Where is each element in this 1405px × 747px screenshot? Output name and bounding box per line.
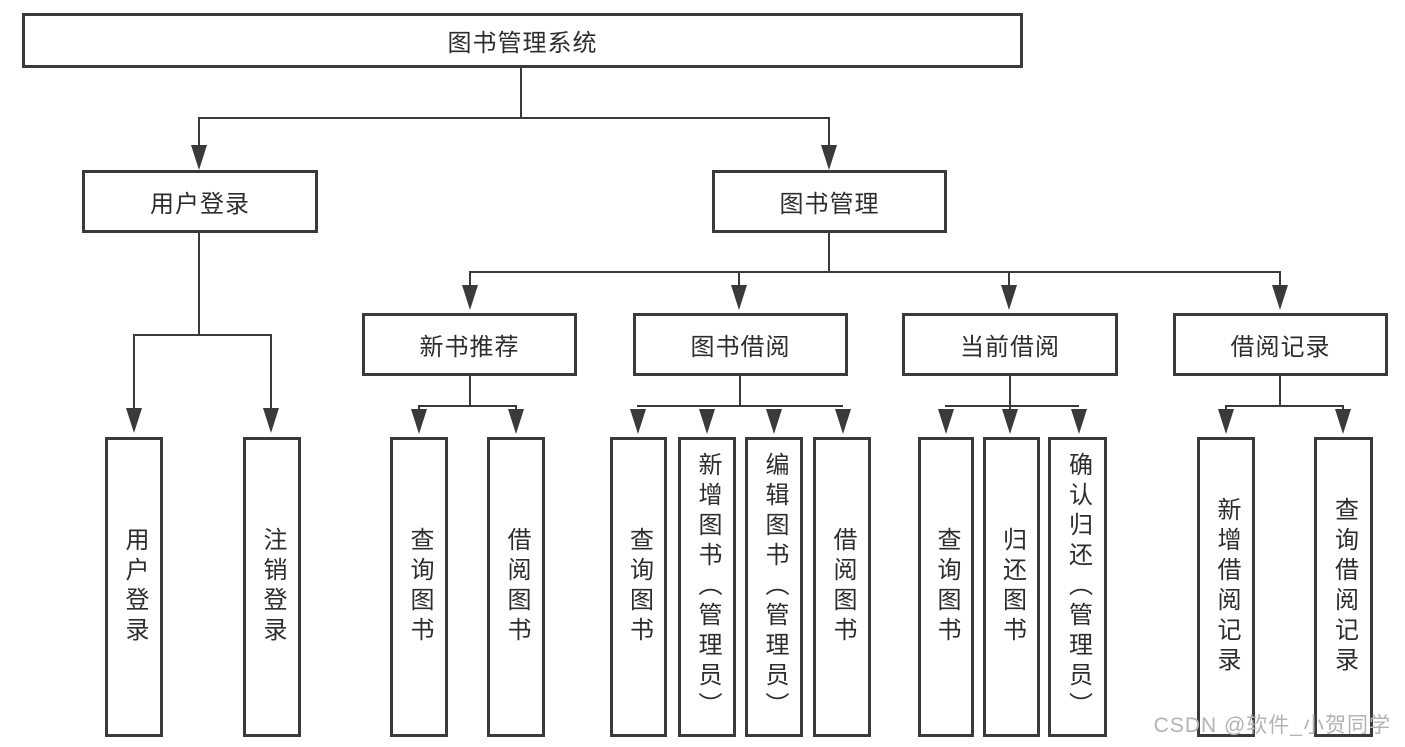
leaf-label: 借阅图书	[829, 527, 856, 647]
node-book-borrow-label: 图书借阅	[690, 334, 791, 361]
node-borrow-record: 借阅记录	[1173, 313, 1388, 376]
connector-drop	[418, 405, 420, 411]
node-book-borrow: 图书借阅	[633, 313, 848, 376]
connector-drop-user-login	[198, 117, 200, 146]
node-root-library-system: 图书管理系统	[22, 13, 1023, 68]
leaf-label: 查询图书	[406, 527, 433, 647]
leaf-label: 借阅图书	[503, 527, 530, 647]
leaf-user-login: 用户登录	[105, 437, 163, 737]
leaf-currentborrow-query-books: 查询图书	[918, 437, 974, 737]
connector-book-mgmt-stem	[828, 233, 830, 272]
connector-drop-new-books	[469, 271, 471, 286]
node-user-login: 用户登录	[82, 170, 318, 233]
connector-book-borrow-rail	[637, 405, 843, 407]
arrow-down-icon	[1002, 409, 1018, 434]
node-new-book-recommend-label: 新书推荐	[419, 334, 520, 361]
arrow-down-icon	[699, 409, 715, 434]
arrow-down-icon	[821, 145, 837, 170]
node-user-login-label: 用户登录	[150, 191, 250, 218]
node-current-borrow: 当前借阅	[902, 313, 1118, 376]
connector-root-stem	[520, 68, 522, 118]
leaf-currentborrow-return-books: 归还图书	[983, 437, 1040, 737]
leaf-newbooks-borrow-books: 借阅图书	[487, 437, 545, 737]
connector-drop-book-borrow	[738, 271, 740, 286]
connector-borrow-record-rail	[1225, 405, 1344, 407]
csdn-watermark: CSDN @软件_小贺同学	[1153, 714, 1391, 737]
connector-new-books-rail	[418, 405, 517, 407]
leaf-record-add-borrow-record: 新增借阅记录	[1197, 437, 1255, 737]
leaf-label: 编辑图书（管理员）	[761, 452, 788, 722]
connector-user-login-rail	[133, 334, 272, 336]
connector-book-borrow-stem	[739, 376, 741, 407]
node-book-management-label: 图书管理	[779, 191, 880, 218]
leaf-label: 查询图书	[625, 527, 653, 647]
node-book-management: 图书管理	[712, 170, 947, 233]
connector-level2-rail	[469, 271, 1281, 273]
arrow-down-icon	[1001, 285, 1017, 310]
leaf-logout: 注销登录	[243, 437, 301, 737]
arrow-down-icon	[126, 408, 142, 433]
connector-drop	[515, 405, 517, 411]
connector-user-login-stem	[198, 233, 200, 335]
connector-current-borrow-rail	[945, 405, 1079, 407]
leaf-bookborrow-query-books: 查询图书	[610, 437, 667, 737]
connector-level1-rail	[198, 117, 830, 119]
connector-borrow-record-stem	[1279, 376, 1281, 407]
leaf-label: 用户登录	[121, 527, 148, 647]
node-new-book-recommend: 新书推荐	[362, 313, 577, 376]
leaf-bookborrow-borrow-books: 借阅图书	[813, 437, 871, 737]
node-root-label: 图书管理系统	[447, 30, 598, 57]
arrow-down-icon	[263, 408, 279, 433]
leaf-bookborrow-add-books-admin: 新增图书（管理员）	[678, 437, 736, 737]
leaf-newbooks-query-books: 查询图书	[390, 437, 448, 737]
arrow-down-icon	[1335, 409, 1351, 434]
connector-drop-book-mgmt	[828, 117, 830, 146]
arrow-down-icon	[938, 409, 954, 434]
connector-drop-current-borrow	[1008, 271, 1010, 286]
arrow-down-icon	[462, 285, 478, 310]
leaf-label: 新增借阅记录	[1213, 497, 1240, 677]
arrow-down-icon	[411, 409, 427, 434]
leaf-label: 新增图书（管理员）	[694, 452, 721, 722]
connector-drop	[1342, 405, 1344, 411]
connector-new-books-stem	[469, 376, 471, 407]
leaf-bookborrow-edit-books-admin: 编辑图书（管理员）	[745, 437, 803, 737]
connector-current-borrow-stem	[1009, 376, 1011, 410]
arrow-down-icon	[835, 409, 851, 434]
connector-drop-logout	[270, 334, 272, 409]
leaf-currentborrow-confirm-return-admin: 确认归还（管理员）	[1048, 437, 1107, 737]
leaf-label: 确认归还（管理员）	[1064, 452, 1092, 722]
connector-drop	[1225, 405, 1227, 411]
arrow-down-icon	[1071, 409, 1087, 434]
node-current-borrow-label: 当前借阅	[960, 334, 1060, 361]
leaf-label: 查询借阅记录	[1330, 497, 1358, 677]
arrow-down-icon	[1218, 409, 1234, 434]
arrow-down-icon	[766, 409, 782, 434]
connector-drop-borrow-record	[1279, 271, 1281, 286]
connector-drop-login	[133, 334, 135, 409]
leaf-label: 注销登录	[259, 527, 286, 647]
arrow-down-icon	[191, 145, 207, 170]
arrow-down-icon	[508, 409, 524, 434]
arrow-down-icon	[1272, 285, 1288, 310]
leaf-label: 归还图书	[998, 527, 1026, 647]
leaf-label: 查询图书	[933, 527, 960, 647]
arrow-down-icon	[731, 285, 747, 310]
node-borrow-record-label: 借阅记录	[1230, 334, 1331, 361]
arrow-down-icon	[630, 409, 646, 434]
leaf-record-query-borrow-record: 查询借阅记录	[1314, 437, 1373, 737]
